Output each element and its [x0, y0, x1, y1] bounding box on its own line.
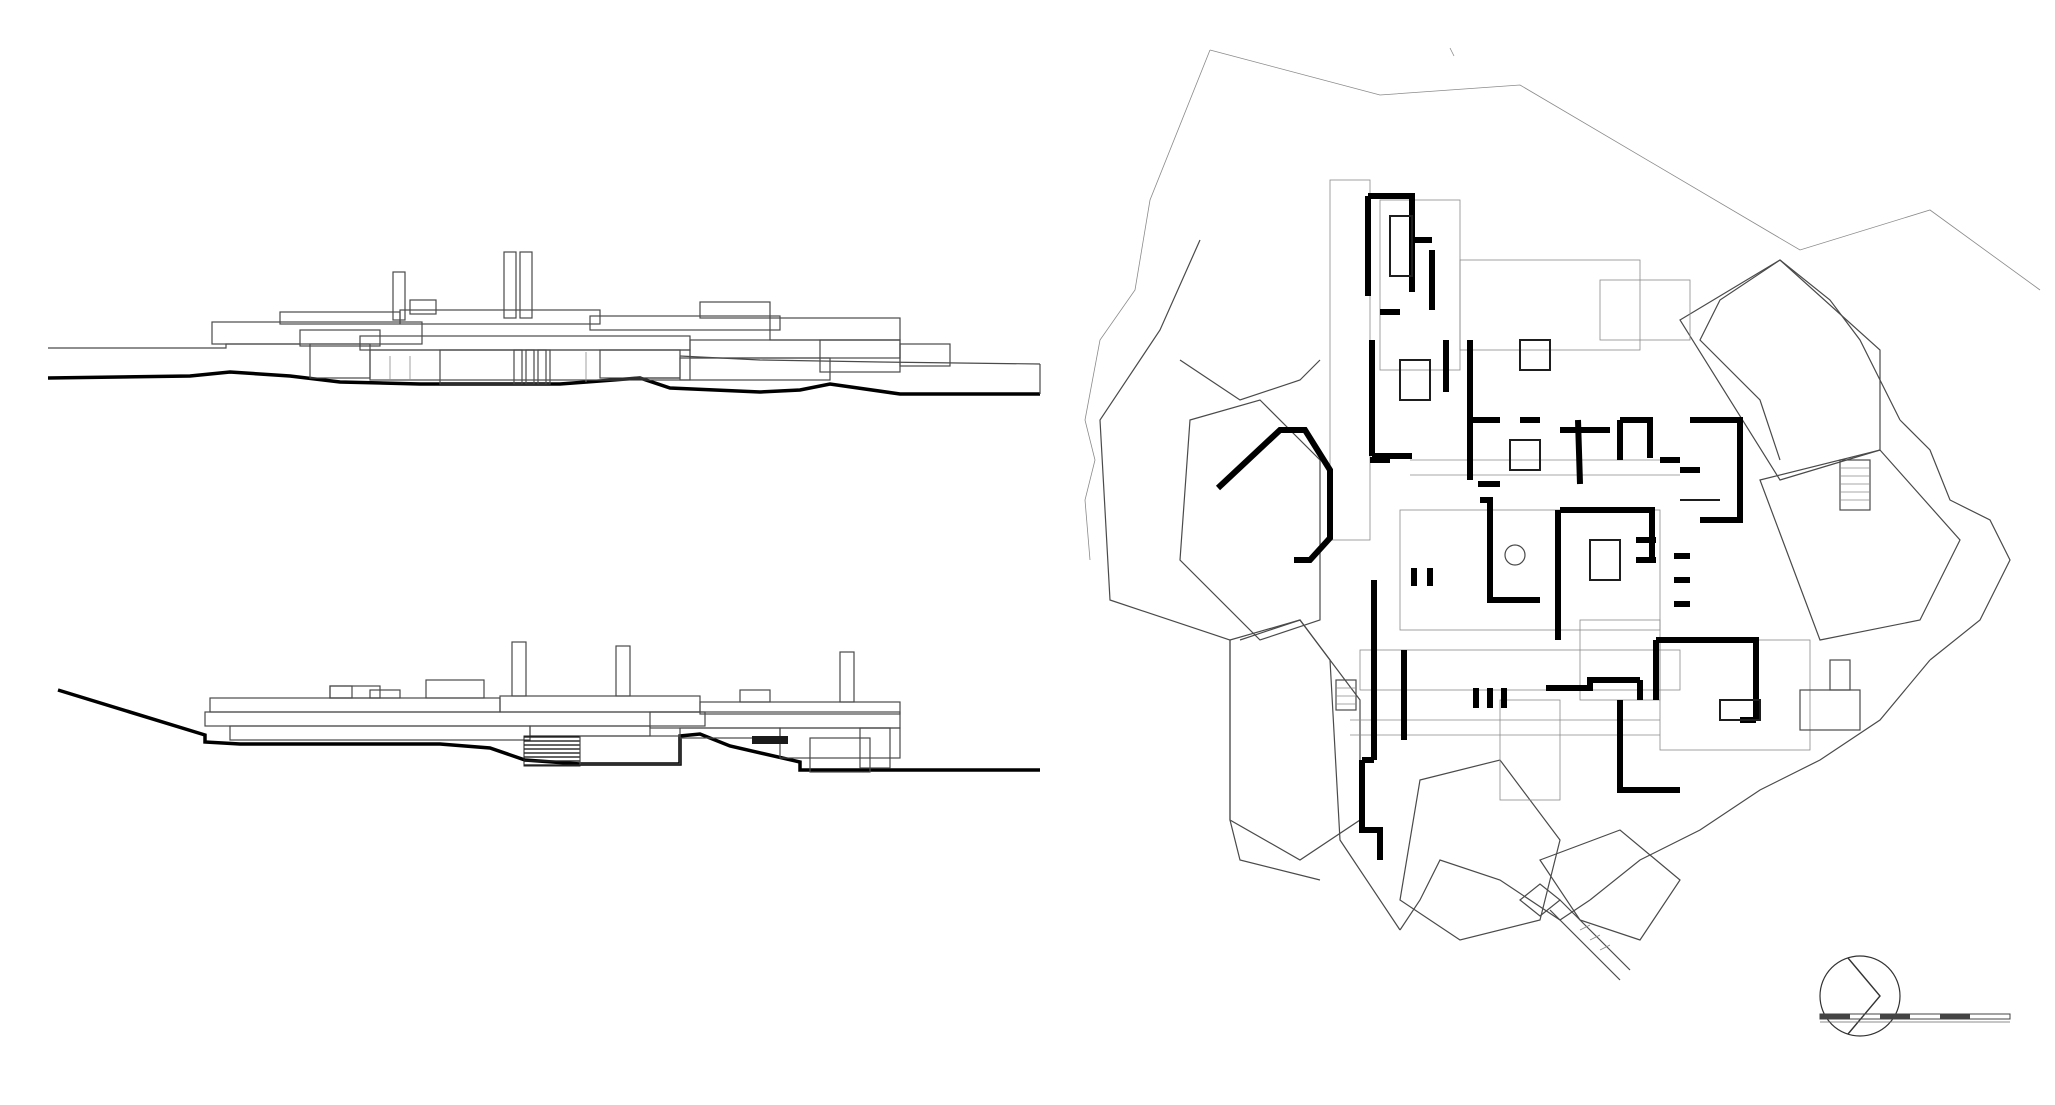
stair-northeast: [1839, 459, 1871, 511]
south-entry: [1519, 883, 1631, 981]
ground-floor-plan: [1084, 47, 2041, 981]
stair-southwest: [1335, 679, 1357, 711]
site-elevation-south: [57, 641, 1040, 773]
scale-bar-icon: [1819, 1013, 2011, 1023]
north-arrow-icon: [1819, 955, 1901, 1037]
site-elevation-north: [47, 251, 1041, 396]
